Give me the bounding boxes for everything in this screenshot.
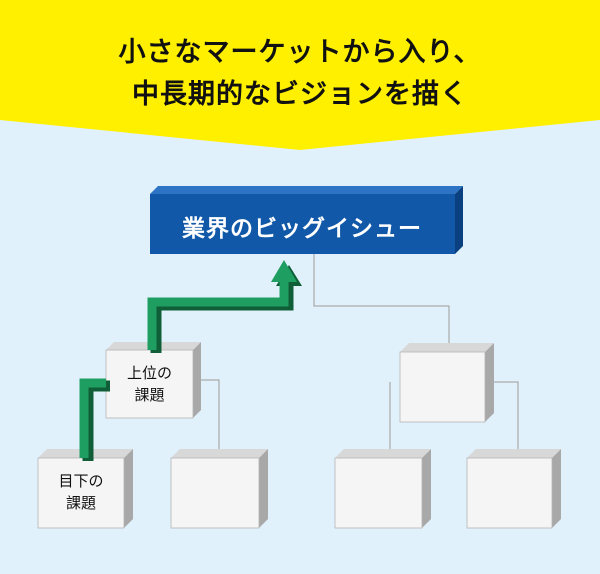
immediate-issue-label: 目下の 課題 xyxy=(38,470,124,514)
bottom-box-4 xyxy=(466,449,561,529)
upper-issue-box xyxy=(105,342,201,419)
arrow-head xyxy=(271,260,297,282)
upper-issue-line-1: 上位の xyxy=(126,364,172,382)
top-issue-box xyxy=(150,186,463,254)
upper-issue-label: 上位の 課題 xyxy=(106,362,193,406)
connector-right-to-children xyxy=(389,381,519,450)
immediate-issue-box xyxy=(37,449,133,529)
headline-banner xyxy=(0,0,600,150)
upper-issue-line-2: 課題 xyxy=(134,386,165,404)
growth-arrow-lower xyxy=(79,378,110,461)
connector-upper-to-sibling xyxy=(201,379,220,450)
right-mid-box xyxy=(399,343,494,423)
growth-arrow-upper xyxy=(147,260,302,353)
immediate-issue-line-2: 課題 xyxy=(65,494,96,512)
bottom-box-2 xyxy=(170,449,268,529)
headline-line-1: 小さなマーケットから入り、 xyxy=(118,37,482,68)
bottom-box-3 xyxy=(334,449,431,529)
connector-lines xyxy=(201,252,519,450)
connector-top-to-right xyxy=(313,252,450,344)
immediate-issue-line-1: 目下の xyxy=(58,472,104,490)
headline-line-2: 中長期的なビジョンを描く xyxy=(132,79,468,110)
top-issue-label: 業界のビッグイシュー xyxy=(182,216,422,242)
